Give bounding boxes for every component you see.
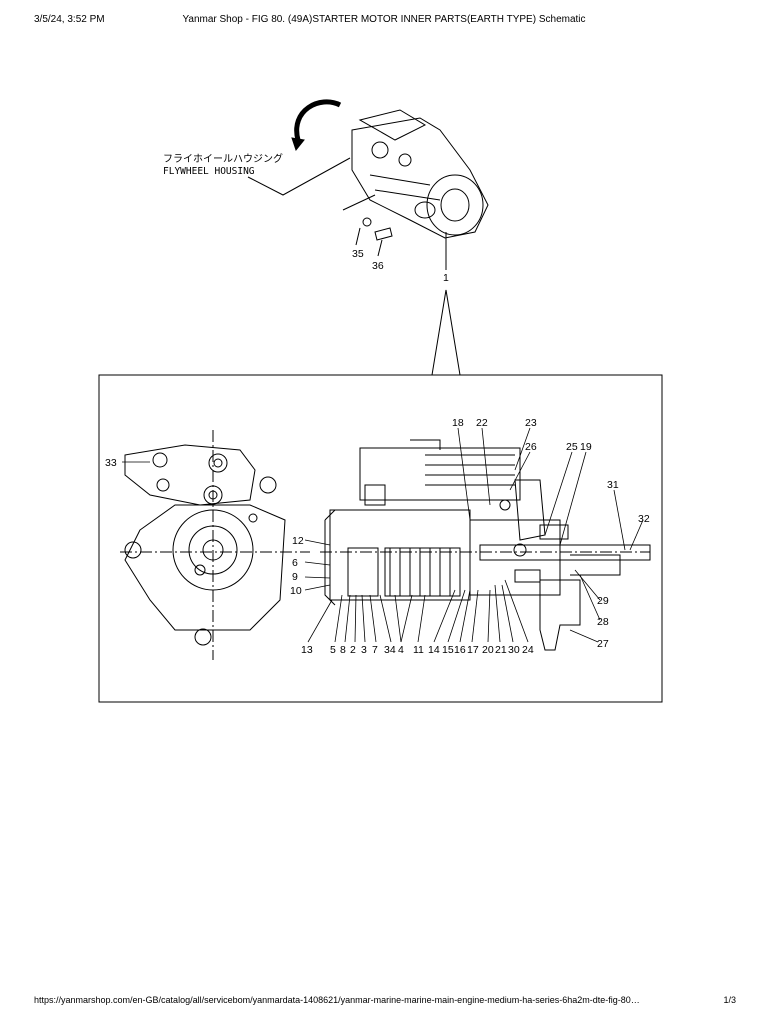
callout-7: 7 — [372, 644, 378, 656]
callout-22: 22 — [476, 417, 488, 429]
page-url: https://yanmarshop.com/en-GB/catalog/all… — [34, 995, 640, 1005]
callout-10: 10 — [290, 585, 302, 597]
callout-20: 20 — [482, 644, 494, 656]
callout-17: 17 — [467, 644, 479, 656]
callout-19: 19 — [580, 441, 592, 453]
callout-36: 36 — [372, 260, 384, 272]
callout-18: 18 — [452, 417, 464, 429]
callout-29: 29 — [597, 595, 609, 607]
rotation-arrow-icon — [294, 99, 342, 141]
callout-6: 6 — [292, 557, 298, 569]
page-number: 1/3 — [723, 995, 736, 1005]
section-view-drawing — [320, 439, 651, 651]
callout-15: 15 — [442, 644, 454, 656]
callout-1: 1 — [443, 272, 449, 284]
callout-3: 3 — [361, 644, 367, 656]
callout-13: 13 — [301, 644, 313, 656]
detail-box — [98, 374, 663, 703]
print-datetime: 3/5/24, 3:52 PM — [34, 14, 105, 25]
callout-14: 14 — [428, 644, 440, 656]
callout-23: 23 — [525, 417, 537, 429]
flywheel-housing-en-label: FLYWHEEL HOUSING — [163, 166, 255, 177]
callout-24: 24 — [522, 644, 534, 656]
callout-25: 25 — [566, 441, 578, 453]
callout-27: 27 — [597, 638, 609, 650]
callout-16: 16 — [454, 644, 466, 656]
callout-5: 5 — [330, 644, 336, 656]
callout-2: 2 — [350, 644, 356, 656]
callout-21: 21 — [495, 644, 507, 656]
flywheel-housing-jp-label: フライホイールハウジング — [163, 152, 283, 165]
starter-motor-overview-drawing — [351, 109, 489, 239]
callout-4: 4 — [398, 644, 404, 656]
end-view-drawing — [120, 430, 310, 660]
callout-33: 33 — [105, 457, 117, 469]
page-title: Yanmar Shop - FIG 80. (49A)STARTER MOTOR… — [182, 14, 586, 25]
callout-30: 30 — [508, 644, 520, 656]
callout-28: 28 — [597, 616, 609, 628]
callout-31: 31 — [607, 479, 619, 491]
callout-32: 32 — [638, 513, 650, 525]
callout-9: 9 — [292, 571, 298, 583]
callout-11: 11 — [413, 644, 424, 656]
callout-12: 12 — [292, 535, 304, 547]
callout-34: 34 — [384, 644, 396, 656]
callout-26: 26 — [525, 441, 537, 453]
callout-8: 8 — [340, 644, 346, 656]
callout-35: 35 — [352, 248, 364, 260]
